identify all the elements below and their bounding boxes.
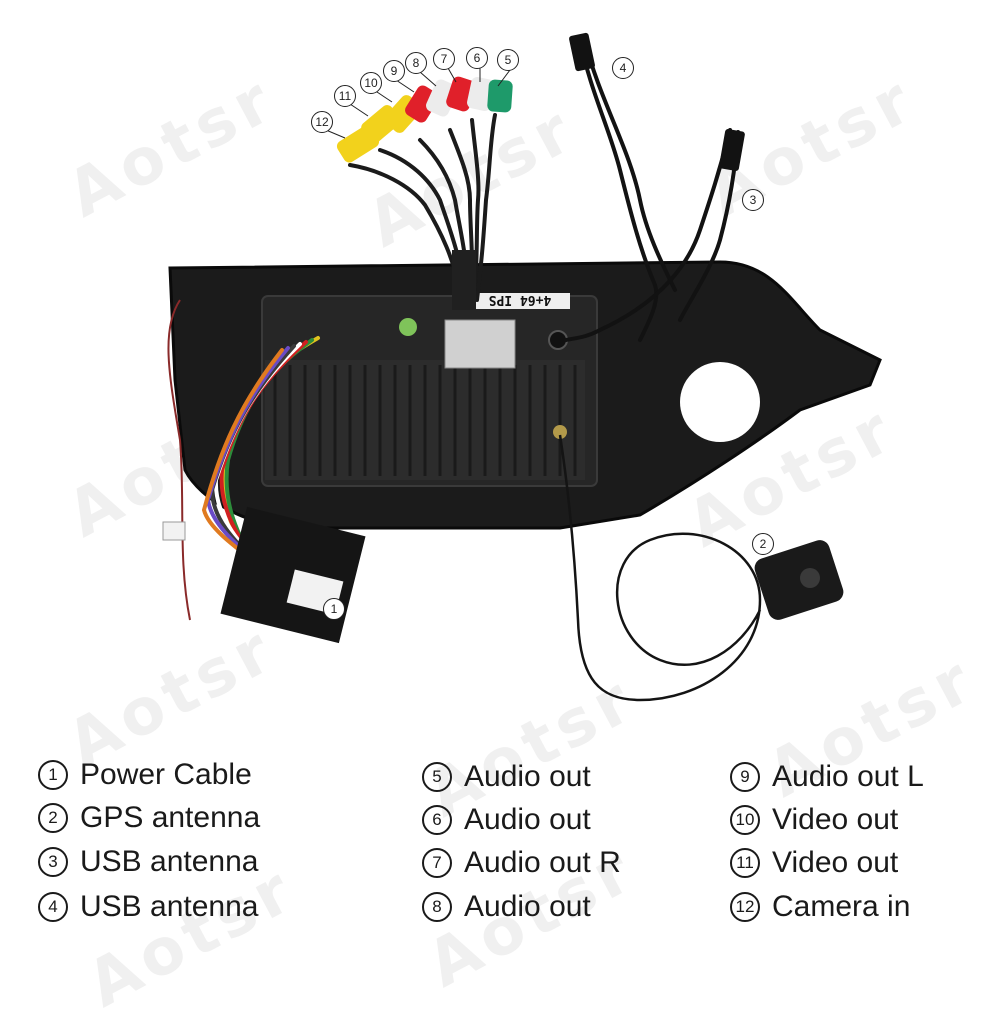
callout-7: 7 [433, 48, 455, 70]
product-photo: Aotsr Aotsr Aotsr Aotsr Aotsr Aotsr Aots… [38, 32, 988, 1022]
legend-number: 2 [38, 803, 68, 833]
legend-item-audio-out-5: 5 Audio out [422, 760, 591, 794]
callout-2: 2 [752, 533, 774, 555]
callout-8: 8 [405, 52, 427, 74]
connector-block [444, 319, 516, 369]
legend-number: 10 [730, 805, 760, 835]
loose-wire [167, 299, 191, 621]
legend-label: GPS antenna [80, 801, 261, 834]
legend-item-audio-out-l: 9 Audio out L [730, 760, 924, 794]
legend-label: USB antenna [80, 890, 259, 923]
legend-number: 9 [730, 762, 760, 792]
board-label: 4+64 IPS [489, 292, 552, 307]
legend-number: 6 [422, 805, 452, 835]
callout-11: 11 [334, 85, 356, 107]
legend-item-usb-antenna-3: 3 USB antenna [38, 845, 258, 879]
legend-item-audio-out-8: 8 Audio out [422, 890, 591, 924]
legend-item-gps-antenna: 2 GPS antenna [38, 801, 260, 835]
legend-label: Video out [772, 803, 899, 836]
callout-10: 10 [360, 72, 382, 94]
callout-3: 3 [742, 189, 764, 211]
gps-cable [558, 434, 762, 702]
legend-number: 4 [38, 892, 68, 922]
legend-item-power-cable: 1 Power Cable [38, 758, 252, 792]
legend-number: 1 [38, 760, 68, 790]
gps-antenna [754, 540, 844, 620]
legend-number: 5 [422, 762, 452, 792]
unit-illustration: 4+64 IPS [162, 32, 882, 702]
board-label-sticker [470, 293, 570, 309]
legend-item-camera-in: 12 Camera in [730, 890, 910, 924]
legend-label: Camera in [772, 890, 911, 923]
green-sticker [399, 318, 417, 336]
usb-plug-4 [569, 32, 595, 72]
legend-item-video-out-11: 11 Video out [730, 846, 898, 880]
callout-12: 12 [311, 111, 333, 133]
callout-6: 6 [466, 47, 488, 69]
legend-item-video-out-10: 10 Video out [730, 803, 898, 837]
legend-item-usb-antenna-4: 4 USB antenna [38, 890, 258, 924]
mount-hole [680, 362, 760, 442]
legend-number: 8 [422, 892, 452, 922]
legend-number: 11 [730, 848, 760, 878]
callout-5: 5 [497, 49, 519, 71]
legend-label: Audio out [464, 803, 591, 836]
legend-label: Audio out R [464, 846, 621, 879]
legend-number: 3 [38, 847, 68, 877]
legend-item-audio-out-r: 7 Audio out R [422, 846, 621, 880]
legend-label: Power Cable [80, 758, 252, 791]
legend-label: Audio out [464, 890, 591, 923]
legend-item-audio-out-6: 6 Audio out [422, 803, 591, 837]
legend-label: USB antenna [80, 845, 259, 878]
usb-plug-3 [719, 129, 745, 171]
legend-number: 7 [422, 848, 452, 878]
callout-9: 9 [383, 60, 405, 82]
callout-4: 4 [612, 57, 634, 79]
legend-label: Audio out [464, 760, 591, 793]
harness-sleeve [452, 250, 476, 310]
rca-plug-8 [426, 79, 458, 117]
legend-label: Video out [772, 846, 899, 879]
gps-jack [553, 425, 567, 439]
callout-1: 1 [323, 598, 345, 620]
gps-logo [800, 568, 820, 588]
rca-plug-5 [487, 79, 513, 113]
legend-label: Audio out L [772, 760, 924, 793]
legend-number: 12 [730, 892, 760, 922]
wire-tag [162, 521, 186, 541]
